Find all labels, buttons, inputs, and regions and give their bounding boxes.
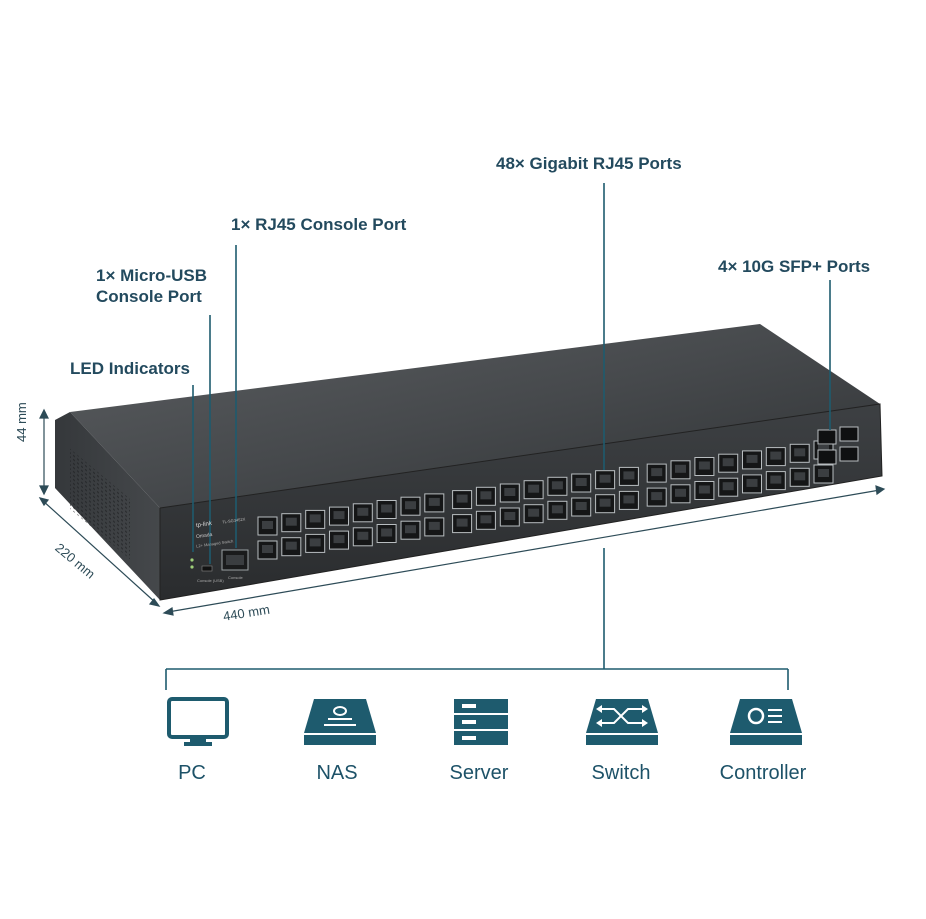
nas-icon <box>304 699 376 745</box>
led-indicator <box>190 558 194 562</box>
rj45-port-contact <box>651 468 663 477</box>
rj45-port-contact <box>381 504 393 513</box>
callout-led-indicators: LED Indicators <box>70 359 190 378</box>
sfp-port <box>817 429 837 445</box>
rj45-port-contact <box>480 491 492 500</box>
device-label-controller: Controller <box>719 762 807 784</box>
rj45-port-contact <box>381 528 393 537</box>
rj45-port-contact <box>357 507 369 516</box>
rj45-port-contact <box>405 501 416 510</box>
rj45-port-contact <box>818 469 829 477</box>
server-icon <box>454 699 508 745</box>
rj45-port-contact <box>309 538 321 547</box>
sfp-port <box>839 426 859 442</box>
rj45-port-contact <box>746 478 758 487</box>
rj45-port-contact <box>428 521 440 530</box>
rj45-port-contact <box>746 454 758 463</box>
rj45-port-contact <box>675 464 686 473</box>
rj45-port-contact <box>575 502 587 510</box>
switch-icon <box>586 699 658 745</box>
rj45-port-contact <box>722 482 734 491</box>
sfp-port <box>839 446 859 462</box>
sfp-port <box>817 449 837 465</box>
rj45-port-contact <box>770 451 782 460</box>
rj45-port-contact <box>428 497 440 506</box>
rj45-port-contact <box>262 521 273 529</box>
callout-sfp-ports: 4× 10G SFP+ Ports <box>718 257 871 276</box>
rj45-port-contact <box>675 488 686 497</box>
device-label-switch: Switch <box>591 762 651 784</box>
rj45-port-contact <box>599 498 611 507</box>
micro-usb-port <box>201 565 213 572</box>
rj45-port-contact <box>599 474 611 483</box>
switch-top <box>70 324 880 508</box>
panel-console: Console <box>228 575 243 580</box>
rj45-port-contact <box>309 514 321 523</box>
rj45-port-contact <box>405 525 416 534</box>
rj45-port-contact <box>528 484 540 493</box>
rj45-port-contact <box>333 511 345 520</box>
sfp-port-block <box>817 426 859 465</box>
rj45-port-contact <box>794 472 806 481</box>
rj45-port-contact <box>285 517 297 526</box>
device-label-pc: PC <box>178 762 206 784</box>
rj45-port-contact <box>575 478 587 486</box>
controller-icon <box>730 699 802 745</box>
switch-front-panel <box>159 403 883 601</box>
pc-icon <box>167 697 229 746</box>
rj45-port-contact <box>456 494 468 503</box>
callout-micro-usb-console: 1× Micro-USB Console Port <box>96 266 207 306</box>
dim-depth-line <box>41 499 157 604</box>
rj45-port-contact <box>551 481 563 490</box>
rj45-port-contact <box>551 505 563 514</box>
rj45-port-contact <box>504 512 516 520</box>
rj45-port-contact <box>333 535 345 544</box>
rj45-port-contact <box>623 471 635 480</box>
panel-console-usb: Console (USB) <box>197 578 224 583</box>
rj45-port-contact <box>818 445 829 453</box>
dim-height-label: 44 mm <box>14 402 29 442</box>
rj45-port-contact <box>285 541 297 550</box>
rj45-port-contact <box>794 448 806 457</box>
rj45-port-contact <box>698 485 710 494</box>
rj45-port-contact <box>623 495 635 504</box>
rj45-port-contact <box>528 508 540 517</box>
rj45-port-contact <box>456 518 468 527</box>
callout-rj45-console: 1× RJ45 Console Port <box>231 215 407 234</box>
callout-gigabit-ports: 48× Gigabit RJ45 Ports <box>496 154 682 173</box>
device-label-server: Server <box>449 762 509 784</box>
rj45-port-contact <box>698 461 710 470</box>
dim-width-line <box>167 489 881 613</box>
rj45-port-contact <box>770 475 782 484</box>
rj45-port-contact <box>480 515 492 524</box>
device-label-nas: NAS <box>316 762 358 784</box>
rj45-port-grid <box>257 440 834 560</box>
rj45-port-contact <box>357 531 369 540</box>
rj45-port-contact <box>651 492 663 501</box>
rj45-port-contact <box>262 545 273 553</box>
rj45-port-contact <box>722 458 734 467</box>
rj45-port-contact <box>504 488 516 496</box>
